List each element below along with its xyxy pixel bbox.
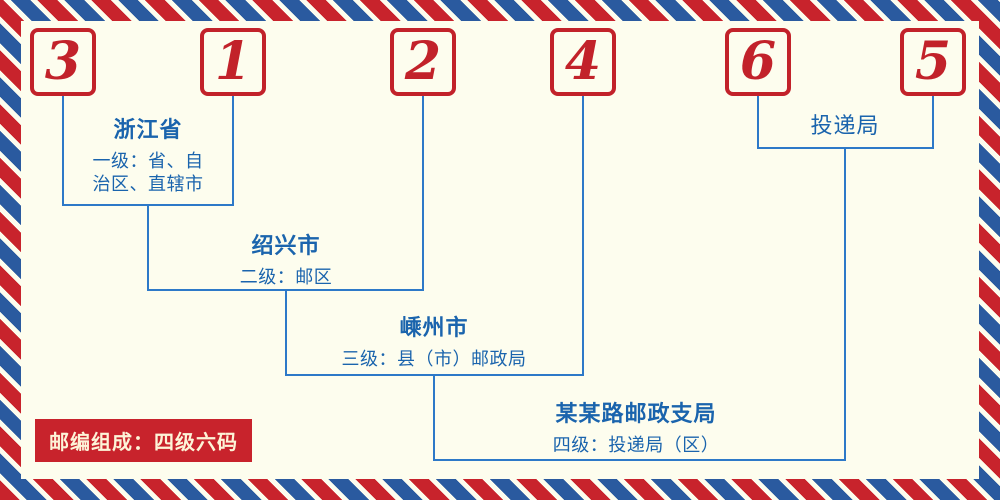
postal-digit-5: 6	[739, 31, 777, 92]
level3-name: 嵊州市	[399, 316, 469, 341]
level3-desc: 三级：县（市）邮政局	[341, 349, 527, 370]
postal-digit-box-5: 6	[725, 28, 791, 96]
level2-label: 绍兴市 二级：邮区	[196, 228, 376, 290]
postal-digit-2: 1	[214, 31, 252, 92]
delivery-office-label: 投递局	[785, 108, 905, 140]
level4-label: 某某路邮政支局 四级：投递局（区）	[516, 396, 756, 458]
delivery-office-name: 投递局	[810, 114, 880, 139]
footer-badge: 邮编组成：四级六码	[35, 419, 252, 462]
level3-label: 嵊州市 三级：县（市）邮政局	[319, 310, 549, 372]
level4-name: 某某路邮政支局	[555, 402, 717, 427]
level2-desc: 二级：邮区	[239, 267, 333, 288]
postal-digit-1: 3	[44, 31, 82, 92]
postal-digit-box-6: 5	[900, 28, 966, 96]
postal-digit-box-2: 1	[200, 28, 266, 96]
level4-desc: 四级：投递局（区）	[552, 435, 720, 456]
postal-digit-box-3: 2	[390, 28, 456, 96]
level1-label: 浙江省 一级：省、自治区、直辖市	[63, 112, 233, 196]
postal-digit-box-1: 3	[30, 28, 96, 96]
postal-digit-3: 2	[404, 31, 442, 92]
level2-name: 绍兴市	[251, 234, 321, 259]
level1-name: 浙江省	[113, 118, 183, 143]
postal-digit-6: 5	[914, 31, 952, 92]
postal-digit-4: 4	[564, 31, 602, 92]
diagram-background	[21, 21, 979, 479]
level1-desc: 一级：省、自治区、直辖市	[92, 151, 204, 195]
postal-digit-box-4: 4	[550, 28, 616, 96]
